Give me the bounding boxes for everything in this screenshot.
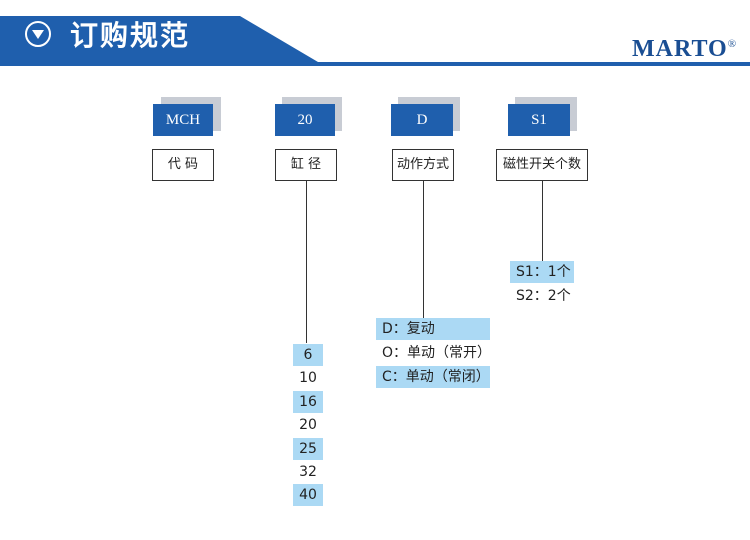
switch-option: S2：2个: [516, 288, 571, 304]
header-banner: [0, 0, 750, 68]
code-field-bore: 20: [275, 104, 335, 136]
connector-line-action: [423, 181, 424, 318]
code-field-action: D: [391, 104, 453, 136]
bore-option: 20: [299, 417, 317, 433]
label-bore: 缸 径: [275, 149, 337, 181]
label-switch: 磁性开关个数: [496, 149, 588, 181]
action-option: C：单动（常闭）: [376, 366, 490, 388]
bore-option: 40: [293, 484, 323, 506]
label-model: 代 码: [152, 149, 214, 181]
bore-option: 6: [293, 344, 323, 366]
action-option: O：单动（常开）: [382, 345, 492, 361]
action-option: D：复动: [376, 318, 490, 340]
connector-line-switch: [542, 181, 543, 261]
registered-mark: ®: [727, 38, 738, 50]
bore-option: 16: [293, 391, 323, 413]
label-action: 动作方式: [392, 149, 454, 181]
brand-name: MARTO: [632, 36, 728, 62]
bore-option: 32: [299, 464, 317, 480]
bore-option: 10: [299, 370, 317, 386]
connector-line-bore: [306, 181, 307, 343]
page-title: 订购规范: [70, 19, 191, 52]
chevron-down-circle-icon: [25, 21, 51, 47]
bore-option: 25: [293, 438, 323, 460]
switch-option: S1：1个: [510, 261, 574, 283]
brand-logo: MARTO®: [632, 36, 737, 63]
code-field-model: MCH: [153, 104, 213, 136]
code-field-switch: S1: [508, 104, 570, 136]
